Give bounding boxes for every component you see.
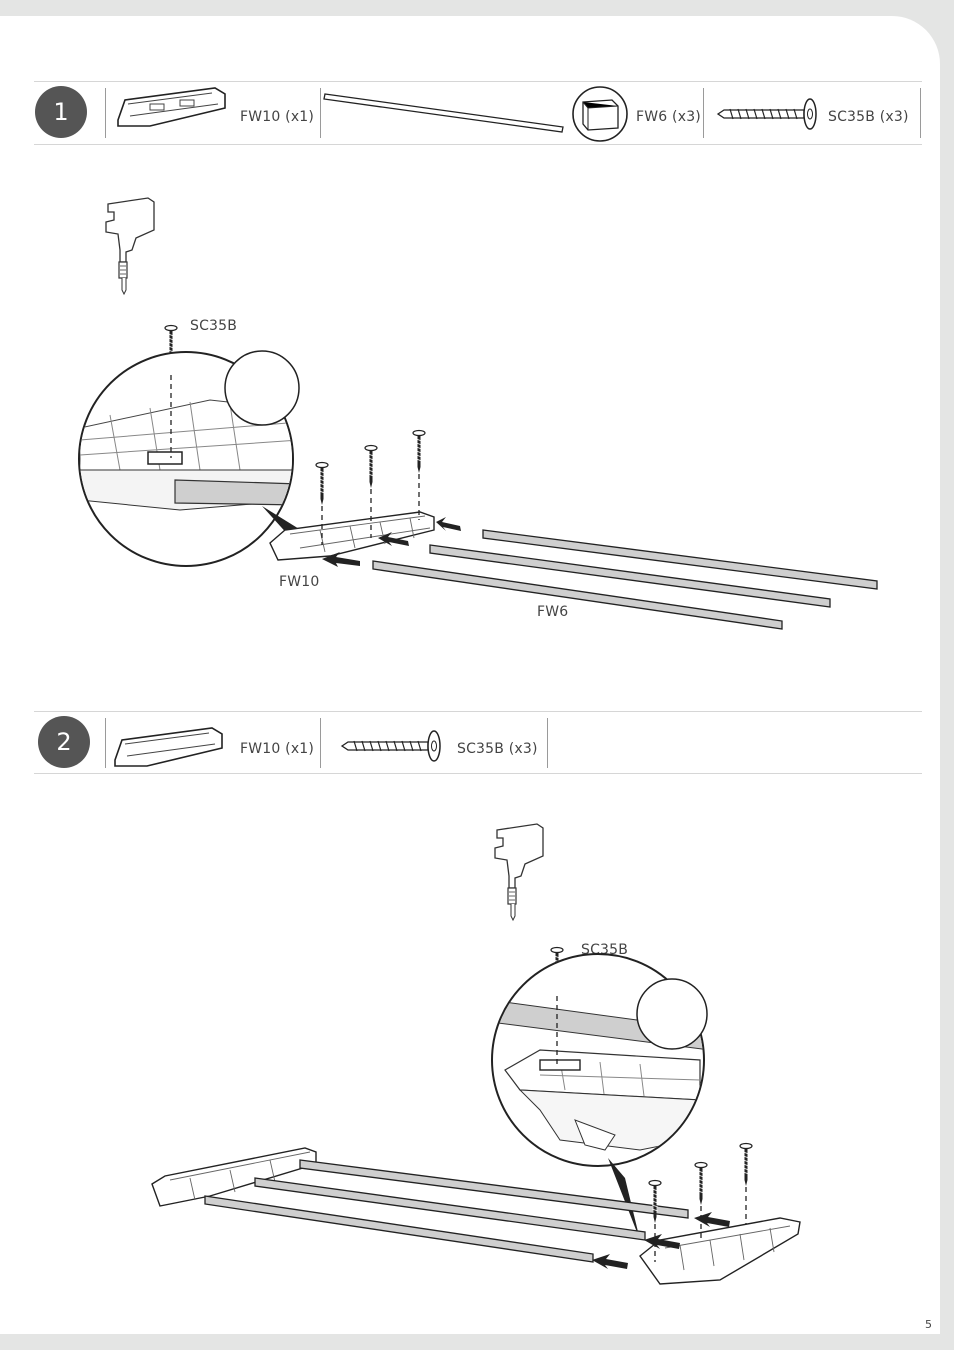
drill-icon	[105, 197, 155, 295]
step1-top-rule	[34, 81, 922, 82]
part-fw6-icon	[323, 86, 628, 142]
screw-icon	[647, 1179, 663, 1225]
part-fw10-label: FW10 (x1)	[240, 741, 315, 757]
step2-top-rule	[34, 711, 922, 712]
screw-icon	[738, 1142, 754, 1188]
screw-icon	[411, 429, 427, 475]
step1-base-label: FW10	[279, 574, 320, 590]
part-sc35b-icon	[340, 730, 441, 762]
manual-page: 1 FW10 (x1) FW6 (x3) SC35B (x3) SC35B x3…	[0, 16, 940, 1334]
part-sc35b-icon	[716, 98, 817, 130]
parts-separator	[547, 718, 548, 768]
part-sc35b-label: SC35B (x3)	[828, 109, 909, 125]
parts-separator	[920, 88, 921, 138]
parts-separator	[703, 88, 704, 138]
screw-icon	[693, 1161, 709, 1207]
drill-icon	[494, 823, 544, 921]
step1-bars-label: FW6	[537, 604, 569, 620]
screw-icon	[363, 444, 379, 490]
parts-separator	[320, 88, 321, 138]
parts-separator	[105, 88, 106, 138]
dashed-guide-lines	[321, 474, 420, 545]
step1-number-badge: 1	[35, 86, 87, 138]
insert-arrows	[592, 1212, 730, 1269]
step1-bottom-rule	[34, 144, 922, 145]
detail-zoom-circle	[491, 953, 708, 1240]
part-fw10-icon	[114, 727, 223, 767]
step2-bottom-rule	[34, 773, 922, 774]
step1-screw-callout: SC35B	[190, 318, 238, 334]
fw6-bars	[204, 1159, 689, 1263]
part-sc35b-label: SC35B (x3)	[457, 741, 538, 757]
insert-arrows	[322, 517, 461, 567]
fw10-base-right	[639, 1217, 801, 1285]
fw10-base-part	[269, 511, 435, 561]
parts-separator	[320, 718, 321, 768]
fw6-bars	[372, 529, 878, 630]
parts-separator	[105, 718, 106, 768]
step2-number-badge: 2	[38, 716, 90, 768]
detail-zoom-circle	[78, 350, 325, 567]
part-fw6-label: FW6 (x3)	[636, 109, 701, 125]
screw-icon	[314, 461, 330, 507]
fw10-base-left	[151, 1147, 317, 1207]
page-number: 5	[925, 1318, 932, 1331]
part-fw10-icon	[117, 87, 226, 127]
part-fw10-label: FW10 (x1)	[240, 109, 315, 125]
